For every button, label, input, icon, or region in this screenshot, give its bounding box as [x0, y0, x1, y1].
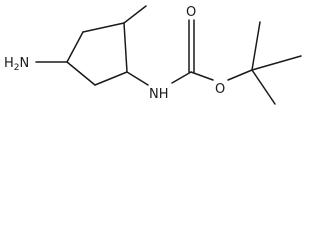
nh-to-carbonyl-bond [171, 71, 192, 84]
methyl-bond [123, 5, 147, 24]
ring-bond-c3-c4 [94, 71, 128, 86]
chemical-structure: H2N NH O O [4, 5, 302, 105]
ester-o-to-quaternary-c-bond [227, 69, 253, 81]
ring-to-nh-bond [126, 71, 149, 86]
carbonyl-double-bond [188, 19, 195, 73]
ring-bond-c5-c1 [66, 31, 84, 63]
ring-bond-c1-c2 [82, 22, 125, 33]
carbonyl-oxygen-label: O [186, 5, 196, 20]
cyclopentane-ring [66, 22, 128, 86]
ester-oxygen-label: O [215, 82, 225, 97]
amine-label: H2N [4, 56, 29, 73]
carbamate-nh-label: NH [149, 87, 169, 102]
ring-bond-c4-c5 [66, 61, 96, 86]
tert-butyl-group [251, 21, 302, 105]
ring-bond-c2-c3 [123, 22, 128, 73]
tbu-methyl-right-bond [251, 55, 302, 71]
tbu-methyl-down-bond [251, 69, 276, 105]
tbu-methyl-up-bond [251, 21, 261, 71]
carbonyl-to-ester-o-bond [190, 71, 214, 81]
